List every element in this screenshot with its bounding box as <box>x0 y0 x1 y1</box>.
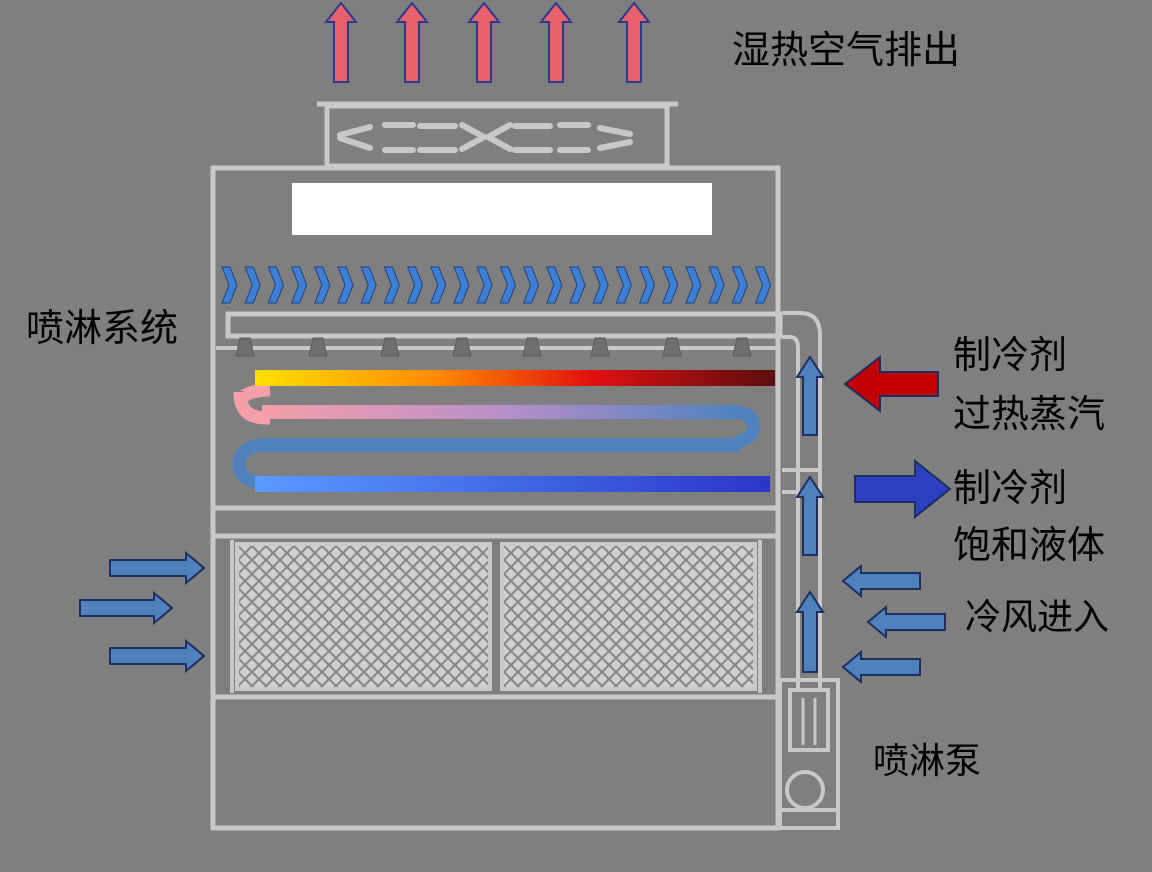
condenser-coil <box>232 370 775 492</box>
chevron-icon <box>592 266 609 304</box>
coil-cold-tube <box>255 476 770 492</box>
label-refrigerant-out-2: 饱和液体 <box>953 523 1106 567</box>
pump-icon <box>778 678 840 830</box>
tower-body <box>210 165 781 831</box>
spray-nozzle-icon <box>590 337 610 357</box>
spray-nozzle-icon <box>308 337 328 357</box>
up-arrow-icon <box>466 1 502 83</box>
chevron-icon <box>638 266 656 304</box>
chevron-icon <box>430 266 447 304</box>
chevron-icon <box>244 266 261 304</box>
chevron-icon <box>221 266 238 304</box>
chevron-icon <box>360 266 377 304</box>
exhaust-arrows <box>323 1 652 83</box>
up-arrow-icon <box>323 1 359 83</box>
chevron-icon <box>685 266 702 304</box>
refrigerant-out-arrow-icon <box>854 458 952 520</box>
fan-housing <box>317 101 678 169</box>
up-arrow-icon <box>538 1 574 83</box>
chevron-icon <box>569 266 586 304</box>
chevron-icon <box>499 266 516 304</box>
fill-media <box>235 542 757 691</box>
chevron-icon <box>267 266 284 304</box>
riser-flow-arrows <box>795 355 825 673</box>
label-spray-pump: 喷淋泵 <box>873 741 982 782</box>
coil-hot-tube <box>255 370 775 386</box>
spray-nozzle-icon <box>452 337 472 357</box>
up-arrow-icon <box>394 1 430 83</box>
chevron-icon <box>476 266 493 304</box>
spray-nozzle-icon <box>380 337 400 357</box>
air-inlet-arrows <box>79 550 946 685</box>
chevron-icon <box>662 266 679 304</box>
spray-nozzle-icon <box>662 337 682 357</box>
chevron-icon <box>453 266 470 304</box>
refrigerant-in-arrow-icon <box>843 354 939 414</box>
spray-nozzle-icon <box>235 337 255 357</box>
left-arrow-icon <box>841 563 921 599</box>
spray-header <box>216 311 783 350</box>
spray-nozzle-icon <box>522 337 542 357</box>
left-arrow-icon <box>841 649 921 685</box>
chevron-icon <box>615 266 632 304</box>
up-arrow-icon <box>795 590 825 673</box>
up-arrow-icon <box>795 475 825 556</box>
chevron-icon <box>406 266 424 304</box>
right-arrow-icon <box>109 550 206 586</box>
right-arrow-icon <box>109 638 206 674</box>
label-cold-air-in: 冷风进入 <box>965 597 1110 638</box>
fill-panel-right <box>500 542 757 691</box>
chevron-icon <box>337 266 354 304</box>
left-arrow-icon <box>866 604 946 640</box>
chevron-icon <box>522 266 540 304</box>
chevron-icon <box>708 266 725 304</box>
chevron-icon <box>290 266 308 304</box>
drift-eliminator <box>221 266 772 304</box>
label-refrigerant-out-1: 制冷剂 <box>953 466 1068 510</box>
up-arrow-icon <box>795 355 825 436</box>
right-arrow-icon <box>79 590 174 626</box>
chevron-icon <box>383 266 400 304</box>
label-refrigerant-in-2: 过热蒸汽 <box>953 392 1106 436</box>
label-refrigerant-in-1: 制冷剂 <box>953 333 1068 377</box>
chevron-icon <box>314 266 331 304</box>
up-arrow-icon <box>616 1 652 83</box>
spray-nozzles <box>235 337 752 357</box>
watermark-overlay <box>292 183 712 235</box>
spray-nozzle-icon <box>732 337 752 357</box>
coil-mid-tube-1 <box>262 405 740 419</box>
chevron-icon <box>546 266 563 304</box>
fill-panel-left <box>235 542 492 691</box>
refrigerant-arrows <box>843 354 952 520</box>
chevron-icon <box>731 266 748 304</box>
label-spray-system: 喷淋系统 <box>26 306 179 350</box>
coil-mid-tube-2 <box>258 438 740 452</box>
chevron-icon <box>754 266 772 304</box>
label-exhaust: 湿热空气排出 <box>732 28 961 72</box>
